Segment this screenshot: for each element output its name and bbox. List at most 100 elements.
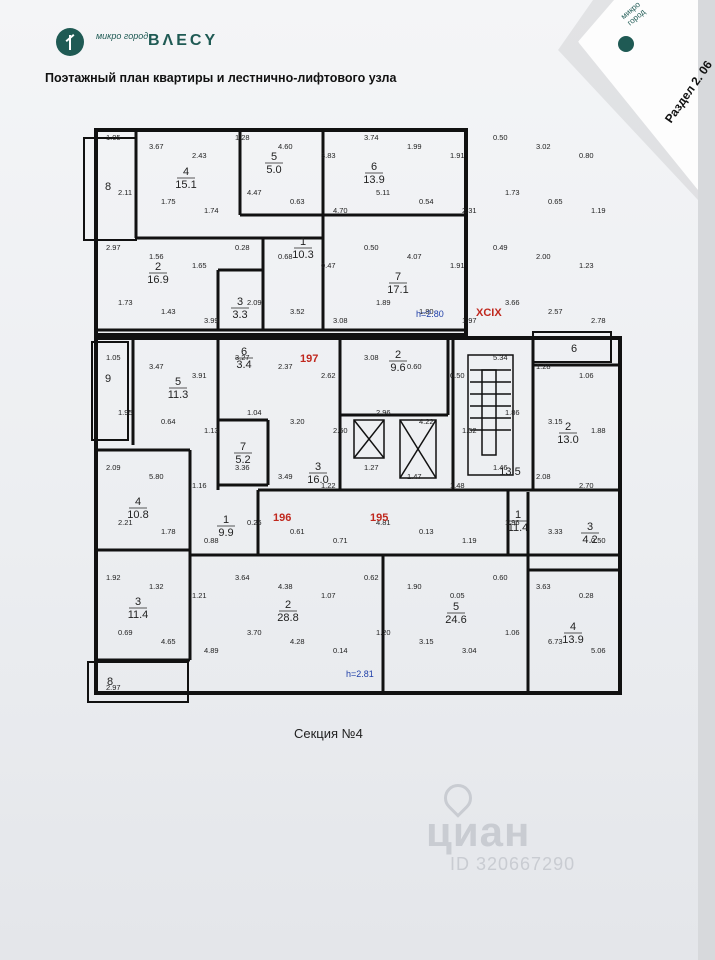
dimension-label: 2.09 — [106, 463, 121, 472]
room-number: 6 — [371, 161, 377, 173]
dimension-label: 0.71 — [333, 536, 348, 545]
dimension-label: 1.19 — [462, 536, 477, 545]
section-caption: Секция №4 — [294, 726, 363, 741]
floor-plan-sheet: микро город Раздел 2. 06 микро город BΛΕ… — [0, 0, 698, 960]
dimension-label: 5.34 — [493, 353, 508, 362]
dimension-label: 0.60 — [407, 362, 422, 371]
room-number: 4 — [135, 496, 141, 508]
room-area: 13.9 — [562, 634, 583, 646]
dimension-label: 1.95 — [118, 408, 133, 417]
dimension-label: 1.99 — [407, 142, 422, 151]
room-area: 11.4 — [508, 522, 529, 534]
dimension-label: 1.07 — [321, 591, 336, 600]
apartment-marker: 196 — [273, 512, 291, 524]
brand-logo-small-text: микро город — [96, 31, 149, 41]
balcony-left — [91, 341, 129, 441]
dimension-label: 1.91 — [450, 151, 465, 160]
dimension-label: 1.86 — [505, 408, 520, 417]
dimension-label: 0.14 — [333, 646, 348, 655]
room-number: 3 — [587, 521, 593, 533]
dimension-label: 0.62 — [364, 573, 379, 582]
room-number: 9 — [105, 373, 111, 385]
dimension-label: 3.15 — [548, 417, 563, 426]
outer-wall-upper — [94, 128, 468, 337]
room-number: 8 — [105, 181, 111, 193]
dimension-label: 1.23 — [579, 261, 594, 270]
dimension-label: 1.52 — [462, 426, 477, 435]
dimension-label: 2.97 — [106, 683, 121, 692]
room-number: 2 — [285, 599, 291, 611]
dimension-label: 1.06 — [579, 371, 594, 380]
dimension-label: 1.89 — [376, 298, 391, 307]
dimension-label: 3.15 — [419, 637, 434, 646]
dimension-label: 6.73 — [548, 637, 563, 646]
dimension-label: 0.05 — [450, 591, 465, 600]
dimension-label: 1.73 — [505, 188, 520, 197]
dimension-label: 2.00 — [536, 252, 551, 261]
dimension-label: 0.65 — [548, 197, 563, 206]
dimension-label: 1.73 — [118, 298, 133, 307]
room-number: 6 — [571, 343, 577, 355]
apartment-marker: XCIX — [476, 307, 502, 319]
ceiling-height-label: h=2.81 — [346, 669, 374, 679]
room-number: 1 — [515, 509, 521, 521]
dimension-label: 3.99 — [204, 316, 219, 325]
dimension-label: 3.74 — [364, 133, 379, 142]
dimension-label: 0.50 — [493, 133, 508, 142]
dimension-label: 0.54 — [419, 197, 434, 206]
room-number: 4 — [570, 621, 576, 633]
room-area: 10.8 — [127, 509, 148, 521]
brand-logo-icon — [56, 28, 84, 56]
room-number: 6 — [241, 346, 247, 358]
dimension-label: 1.56 — [149, 252, 164, 261]
dimension-label: 4.60 — [278, 142, 293, 151]
dimension-label: 0.26 — [247, 518, 262, 527]
room-area: 9.6 — [390, 362, 405, 374]
apartment-marker: 197 — [300, 353, 318, 365]
dimension-label: 0.13 — [419, 527, 434, 536]
dimension-label: 1.88 — [591, 426, 606, 435]
room-area: 15.1 — [175, 179, 196, 191]
dimension-labels: 1.053.672.431.284.603.833.741.991.910.50… — [106, 133, 606, 692]
dimension-label: 1.80 — [419, 307, 434, 316]
room-number: 7 — [240, 441, 246, 453]
dimension-label: 1.06 — [505, 628, 520, 637]
dimension-label: 4.28 — [290, 637, 305, 646]
dimension-label: 1.20 — [376, 628, 391, 637]
dimension-label: 3.20 — [290, 417, 305, 426]
room-area: 28.8 — [277, 612, 298, 624]
dimension-label: 5.11 — [376, 188, 390, 197]
room-area: 5.2 — [235, 454, 250, 466]
room-area: 3.3 — [232, 309, 247, 321]
dimension-label: 4.47 — [247, 188, 262, 197]
dimension-label: 1.05 — [106, 133, 121, 142]
room-area: 13.9 — [363, 174, 384, 186]
dimension-label: 3.08 — [364, 353, 379, 362]
dimension-label: 1.43 — [161, 307, 176, 316]
dimension-label: 1.32 — [149, 582, 164, 591]
plan-title: Поэтажный план квартиры и лестнично-лифт… — [45, 71, 397, 85]
dimension-label: 1.48 — [450, 481, 465, 490]
dimension-label: 2.62 — [321, 371, 336, 380]
room-area: 16.9 — [147, 274, 168, 286]
dimension-label: 3.70 — [247, 628, 262, 637]
dimension-label: 0.28 — [235, 243, 250, 252]
dimension-label: 2.37 — [278, 362, 293, 371]
dimension-label: 2.96 — [376, 408, 391, 417]
dimension-label: 4.70 — [333, 206, 348, 215]
dimension-label: 5.06 — [591, 646, 606, 655]
dimension-label: 2.97 — [106, 243, 121, 252]
dimension-label: 3.36 — [235, 463, 250, 472]
watermark: циан ID 320667290 — [420, 778, 650, 890]
dimension-label: 3.52 — [290, 307, 305, 316]
balcony-bottom-left — [87, 661, 189, 703]
dimension-label: 4.89 — [204, 646, 219, 655]
dimension-label: 1.97 — [462, 316, 477, 325]
dimension-label: 1.16 — [192, 481, 207, 490]
room-number: 1 — [300, 236, 306, 248]
room-area: 17.1 — [387, 284, 408, 296]
dimension-label: 4.65 — [161, 637, 176, 646]
dimension-label: 1.91 — [450, 261, 465, 270]
